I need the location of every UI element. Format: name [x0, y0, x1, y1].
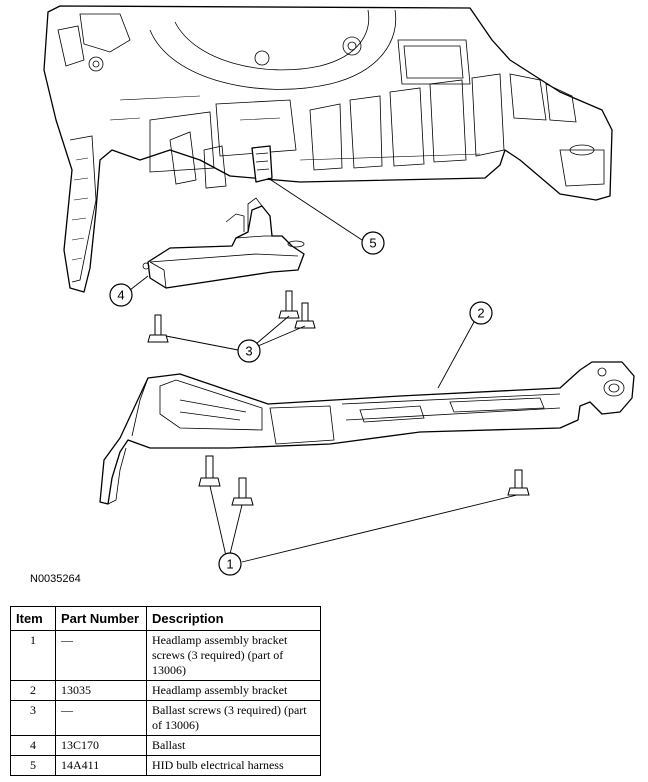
leader-5: [267, 177, 363, 241]
part-number-cell: —: [55, 630, 147, 681]
exploded-view-diagram: 5 4 3 2 1: [43, 5, 635, 576]
callout-1-label: 1: [226, 557, 233, 572]
ballast: [142, 197, 305, 289]
callout-3: 3: [237, 339, 261, 363]
part-number-cell: 13C170: [55, 735, 147, 756]
leader-1a: [209, 485, 227, 557]
headlamp-housing: [43, 5, 613, 293]
table-row: 2 13035 Headlamp assembly bracket: [10, 680, 321, 701]
part-number-cell: 14A411: [55, 755, 147, 776]
callout-5: 5: [361, 231, 385, 255]
leader-3b: [255, 315, 290, 345]
description-cell: Headlamp assembly bracket screws (3 requ…: [146, 630, 321, 681]
callout-1: 1: [218, 552, 242, 576]
item-cell: 4: [10, 735, 56, 756]
callout-2-label: 2: [477, 306, 484, 321]
description-cell: Headlamp assembly bracket: [146, 680, 321, 701]
leader-3c: [257, 325, 306, 347]
item-cell: 2: [10, 680, 56, 701]
item-cell: 3: [10, 700, 56, 736]
bracket-screw-1: [198, 455, 221, 487]
ballast-screw-1: [147, 314, 169, 343]
bracket-screw-3: [507, 469, 530, 496]
leader-4: [129, 275, 149, 291]
leader-3a: [165, 335, 239, 351]
ballast-screw-2: [278, 290, 300, 319]
table-row: 3 — Ballast screws (3 required) (part of…: [10, 700, 321, 736]
item-cell: 1: [10, 630, 56, 681]
ballast-screw-3: [294, 302, 316, 329]
table-header-row: Item Part Number Description: [10, 606, 321, 631]
description-cell: Ballast: [146, 735, 321, 756]
callout-4: 4: [109, 283, 133, 307]
table-row: 1 — Headlamp assembly bracket screws (3 …: [10, 630, 321, 681]
part-number-cell: —: [55, 700, 147, 736]
description-cell: Ballast screws (3 required) (part of 130…: [146, 700, 321, 736]
header-description: Description: [146, 606, 321, 631]
callout-4-label: 4: [117, 288, 124, 303]
parts-table: Item Part Number Description 1 — Headlam…: [10, 606, 321, 776]
hid-harness-connector: [251, 145, 273, 183]
callout-2: 2: [469, 301, 493, 325]
leader-2: [437, 321, 475, 389]
header-part-number: Part Number: [55, 606, 147, 631]
description-cell: HID bulb electrical harness: [146, 755, 321, 776]
headlamp-assembly-bracket: [99, 361, 635, 505]
item-cell: 5: [10, 755, 56, 776]
leader-1c: [241, 494, 518, 563]
leader-1b: [229, 504, 243, 555]
header-item: Item: [10, 606, 56, 631]
table-row: 4 13C170 Ballast: [10, 735, 321, 756]
bracket-screw-2: [231, 477, 254, 506]
callout-5-label: 5: [369, 236, 376, 251]
callout-3-label: 3: [245, 344, 252, 359]
figure-id: N0035264: [30, 573, 81, 585]
table-row: 5 14A411 HID bulb electrical harness: [10, 755, 321, 776]
part-number-cell: 13035: [55, 680, 147, 701]
